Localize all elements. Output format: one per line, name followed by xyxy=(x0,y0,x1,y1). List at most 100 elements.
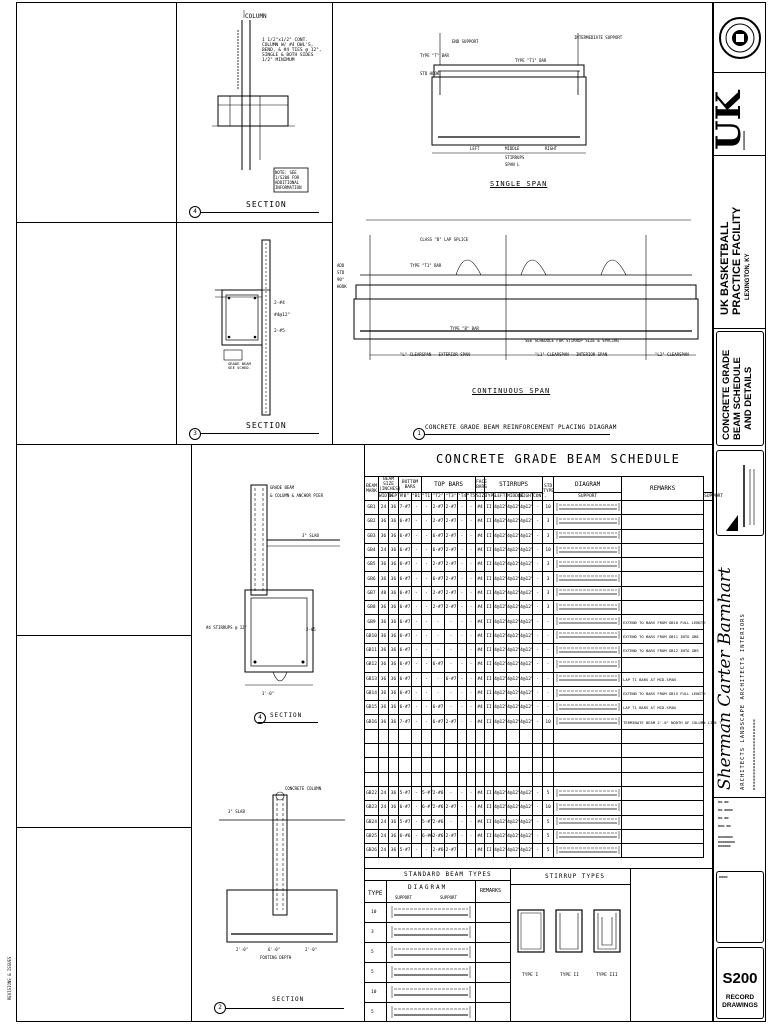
schedule-cell: II xyxy=(484,814,495,830)
schedule-cell xyxy=(542,728,555,745)
schedule-cell xyxy=(465,771,477,787)
continuous-span-title: CONTINUOUS SPAN xyxy=(472,387,551,395)
schedule-cell: 6-#7 xyxy=(398,800,412,816)
remarks-cell xyxy=(621,771,705,787)
schedule-cell: - xyxy=(532,628,544,644)
schedule-cell xyxy=(421,757,432,773)
schedule-cell xyxy=(388,743,399,759)
schedule-cell xyxy=(398,757,412,773)
schedule-cell: 6-#7 xyxy=(431,528,445,544)
grid-line xyxy=(713,72,766,73)
lower-section-drawing xyxy=(244,484,340,686)
grid-line xyxy=(630,868,631,1022)
schedule-cell: - xyxy=(465,685,477,702)
schedule-cell: - xyxy=(411,585,422,602)
schedule-cell: 5 xyxy=(542,814,555,830)
schedule-cell: 36 xyxy=(388,828,399,845)
schedule-subhead: "B1" xyxy=(411,492,423,501)
schedule-cell: - xyxy=(421,614,432,630)
continuous-label: "L2" CLEARSPAN xyxy=(655,352,689,357)
schedule-cell: 4@12" xyxy=(519,528,534,544)
schedule-cell: 6-#7 xyxy=(398,585,412,602)
beam-mark-cell: GB23 xyxy=(364,800,379,816)
schedule-cell: 2-#6 xyxy=(431,814,445,830)
schedule-cell: - xyxy=(421,499,432,516)
schedule-cell: - xyxy=(431,628,445,644)
schedule-cell: - xyxy=(444,628,458,644)
uk-logo: UK xyxy=(709,90,749,150)
schedule-cell: 6-#7 xyxy=(398,657,412,673)
grid-line xyxy=(16,222,332,223)
schedule-cell: - xyxy=(465,785,477,802)
schedule-cell: 2-#7 xyxy=(444,499,458,516)
schedule-cell: 2-#7 xyxy=(431,514,445,530)
schedule-cell xyxy=(553,514,623,530)
schedule-cell xyxy=(553,600,623,616)
schedule-cell: - xyxy=(532,800,544,816)
beam-mark-cell: GB2 xyxy=(364,514,379,530)
schedule-cell: 36 xyxy=(378,571,389,587)
schedule-cell: - xyxy=(411,843,422,859)
schedule-cell: - xyxy=(421,571,432,587)
head-stirrups: STIRRUPS xyxy=(484,476,544,493)
single-span-label: TYPE "T" BAR xyxy=(420,53,449,58)
remarks-cell xyxy=(621,743,705,759)
schedule-cell: 4@12" xyxy=(506,814,521,830)
schedule-cell: - xyxy=(421,642,432,659)
schedule-cell: - xyxy=(411,685,422,702)
schedule-cell xyxy=(553,571,623,587)
stirrup-type-label: TYPE III xyxy=(596,973,618,978)
schedule-cell: 3 xyxy=(542,585,555,602)
schedule-cell: 3 xyxy=(542,528,555,544)
schedule-cell: 4@12" xyxy=(493,700,508,716)
schedule-cell: 4@12" xyxy=(493,671,508,687)
schedule-cell: 36 xyxy=(388,628,399,644)
remarks-cell: EXTEND TO BARS FROM GB12 INTO GB9 xyxy=(621,642,705,659)
single-span-label: LEFT xyxy=(470,146,480,151)
schedule-cell: - xyxy=(421,657,432,673)
schedule-cell xyxy=(398,743,412,759)
schedule-cell xyxy=(493,771,508,787)
schedule-cell xyxy=(484,757,495,773)
remarks-cell xyxy=(621,800,705,816)
sbt-row-line xyxy=(364,922,510,923)
single-span-label: INTERMEDIATE SUPPORT xyxy=(574,35,623,40)
schedule-cell: #4 xyxy=(475,785,486,802)
schedule-cell: - xyxy=(411,528,422,544)
schedule-cell: 6-#7 xyxy=(398,642,412,659)
continuous-label: CLASS "B" LAP SPLICE xyxy=(420,237,469,242)
schedule-cell: - xyxy=(542,614,555,630)
schedule-cell: 3 xyxy=(542,557,555,573)
remarks-cell xyxy=(621,557,705,573)
schedule-cell: - xyxy=(421,843,432,859)
schedule-cell: - xyxy=(532,714,544,730)
schedule-cell xyxy=(532,771,544,787)
schedule-cell: 10 xyxy=(542,800,555,816)
schedule-cell: - xyxy=(532,542,544,559)
schedule-cell: - xyxy=(431,685,445,702)
lower-bot-label: 3" SLAB xyxy=(228,809,245,814)
beam-diagram-icon xyxy=(556,602,619,611)
schedule-cell: 4@12" xyxy=(493,657,508,673)
schedule-cell: - xyxy=(421,585,432,602)
project-name-line2: PRACTICE FACILITY xyxy=(731,206,743,315)
schedule-cell: 6-#7 xyxy=(398,542,412,559)
schedule-cell: 4@12" xyxy=(493,714,508,730)
beam-diagram-icon xyxy=(556,502,619,511)
schedule-cell: - xyxy=(421,714,432,730)
detail-4-title: SECTION xyxy=(246,200,287,209)
schedule-cell: 4@12" xyxy=(506,614,521,630)
schedule-cell: - xyxy=(431,614,445,630)
schedule-cell: II xyxy=(484,542,495,559)
schedule-cell: #4 xyxy=(475,499,486,516)
schedule-cell: - xyxy=(542,685,555,702)
schedule-cell xyxy=(553,557,623,573)
schedule-cell: #4 xyxy=(475,814,486,830)
schedule-cell xyxy=(553,499,623,516)
beam-mark-cell: GB5 xyxy=(364,557,379,573)
beam-diagram-icon xyxy=(556,831,619,840)
schedule-cell: 4@12" xyxy=(519,628,534,644)
